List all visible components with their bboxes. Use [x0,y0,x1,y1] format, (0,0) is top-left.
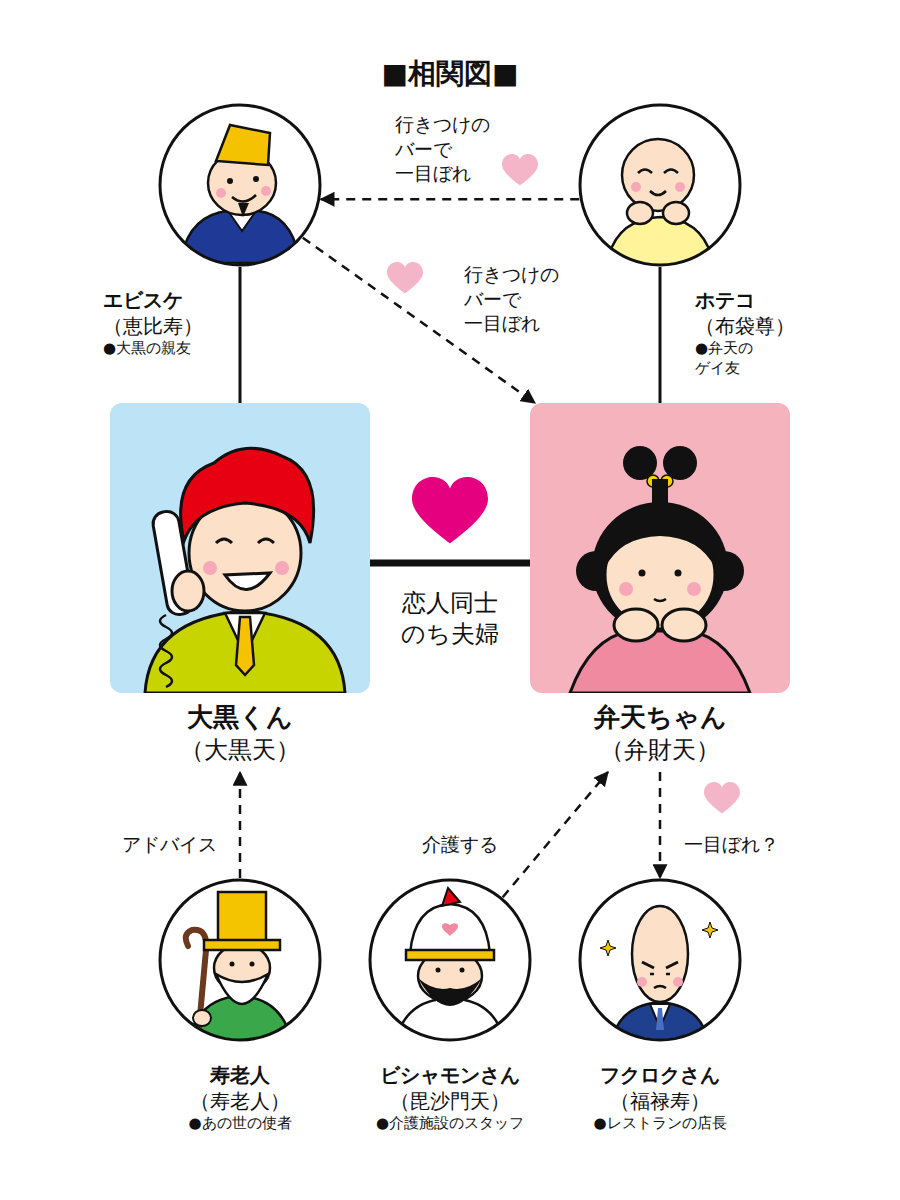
circle-border [160,105,320,265]
character-label: エビスケ（恵比寿）●大黒の親友 [103,287,203,359]
relation-label: 行きつけの バーで 一目ぼれ [462,262,571,336]
box-fill [530,403,790,693]
character-label: 寿老人（寿老人）●あの世の使者 [188,1062,291,1134]
character-illustration [180,125,300,263]
character-name: ビシャモンさん [376,1062,524,1088]
character-name: 弁天ちゃん [530,701,790,735]
character-circle: 寿老人（寿老人）●あの世の使者 [158,878,322,1042]
deity-name: （大黒天） [110,735,370,766]
character-name: ホテコ [695,287,795,313]
character-circle: ホテコ（布袋尊）●弁天の ゲイ友 [578,103,742,267]
dashed-arrow [239,772,242,878]
character-illustration [110,403,370,693]
character-note: ●大黒の親友 [103,339,203,359]
deity-name: （福禄寿） [593,1088,726,1114]
circle-outline [158,878,322,1042]
character-note: ●介護施設のスタッフ [376,1114,524,1134]
character-illustration [186,892,292,1042]
character-drawing [570,446,750,693]
relation-label: 一目ぼれ？ [682,832,781,857]
character-name: エビスケ [103,287,203,313]
character-illustration [530,403,790,693]
relation-line [239,267,242,403]
circle-border [160,880,320,1040]
heart-icon [704,782,740,814]
character-box: 大黒くん（大黒天） [110,403,370,772]
heart-icon [387,262,423,294]
character-drawing [145,448,345,693]
relation-label: 行きつけの バーで 一目ぼれ [393,112,502,186]
character-label: フクロクさん（福禄寿）●レストランの店長 [593,1062,726,1134]
circle-outline [578,878,742,1042]
character-illustration [396,888,504,1042]
deity-name: （毘沙門天） [376,1088,524,1114]
diagram-title: ■相関図■ [0,56,900,92]
deity-name: （布袋尊） [695,313,795,339]
circle-border [580,880,740,1040]
deity-name: （寿老人） [188,1088,291,1114]
relation-label: アドバイス [120,832,219,857]
heart-icon [502,154,538,186]
character-box: 弁天ちゃん（弁財天） [530,403,790,772]
character-name: 寿老人 [188,1062,291,1088]
relation-line [370,560,530,567]
character-name: 大黒くん [110,701,370,735]
relation-label: 介護する [420,832,500,857]
character-note: ●あの世の使者 [188,1114,291,1134]
circle-outline [368,878,532,1042]
relation-line [659,267,662,403]
character-note: ●弁天の ゲイ友 [695,339,764,378]
character-circle: エビスケ（恵比寿）●大黒の親友 [158,103,322,267]
character-illustration [600,906,718,1042]
character-circle: ビシャモンさん（毘沙門天）●介護施設のスタッフ [368,878,532,1042]
character-label: ビシャモンさん（毘沙門天）●介護施設のスタッフ [376,1062,524,1134]
relation-label: 恋人同士 のち夫婦 [394,588,506,650]
deity-name: （恵比寿） [103,313,203,339]
heart-icon [412,477,488,544]
circle-border [370,880,530,1040]
character-illustration [606,139,714,267]
character-name: フクロクさん [593,1062,726,1088]
dashed-arrow [503,772,608,897]
box-fill [110,403,370,693]
dashed-arrow [321,198,579,201]
character-label: ホテコ（布袋尊）●弁天の ゲイ友 [695,287,795,378]
dashed-arrow [659,772,662,878]
deity-name: （弁財天） [530,735,790,766]
circle-fill [160,105,320,265]
circle-border [580,105,740,265]
circle-outline [158,103,322,267]
circle-outline [578,103,742,267]
character-note: ●レストランの店長 [593,1114,726,1134]
character-circle: フクロクさん（福禄寿）●レストランの店長 [578,878,742,1042]
